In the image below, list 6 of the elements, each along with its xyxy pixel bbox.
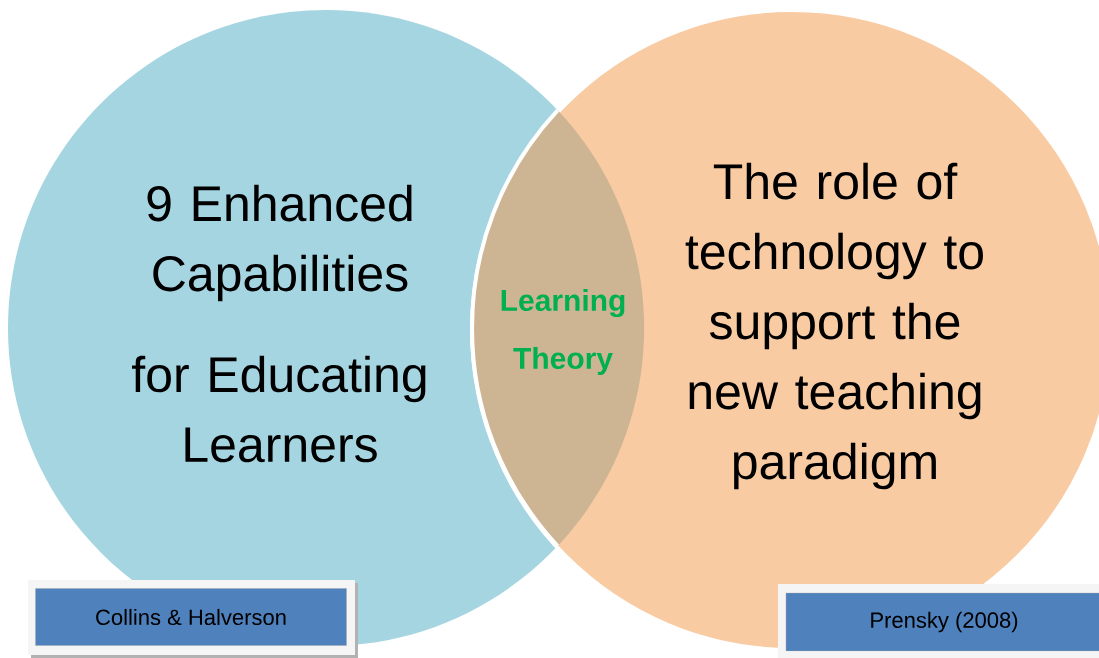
source-box: Collins & Halverson [28, 580, 358, 658]
circle-text: for Educating Learners [132, 355, 426, 463]
source-box: Prensky (2008) [778, 584, 1099, 658]
overlap-label: Learning Theory [501, 289, 625, 375]
circle-text: 9 Enhanced Capabilities [147, 184, 412, 302]
circle-text: The role of technology to support the new teaching paradigm [685, 162, 983, 490]
